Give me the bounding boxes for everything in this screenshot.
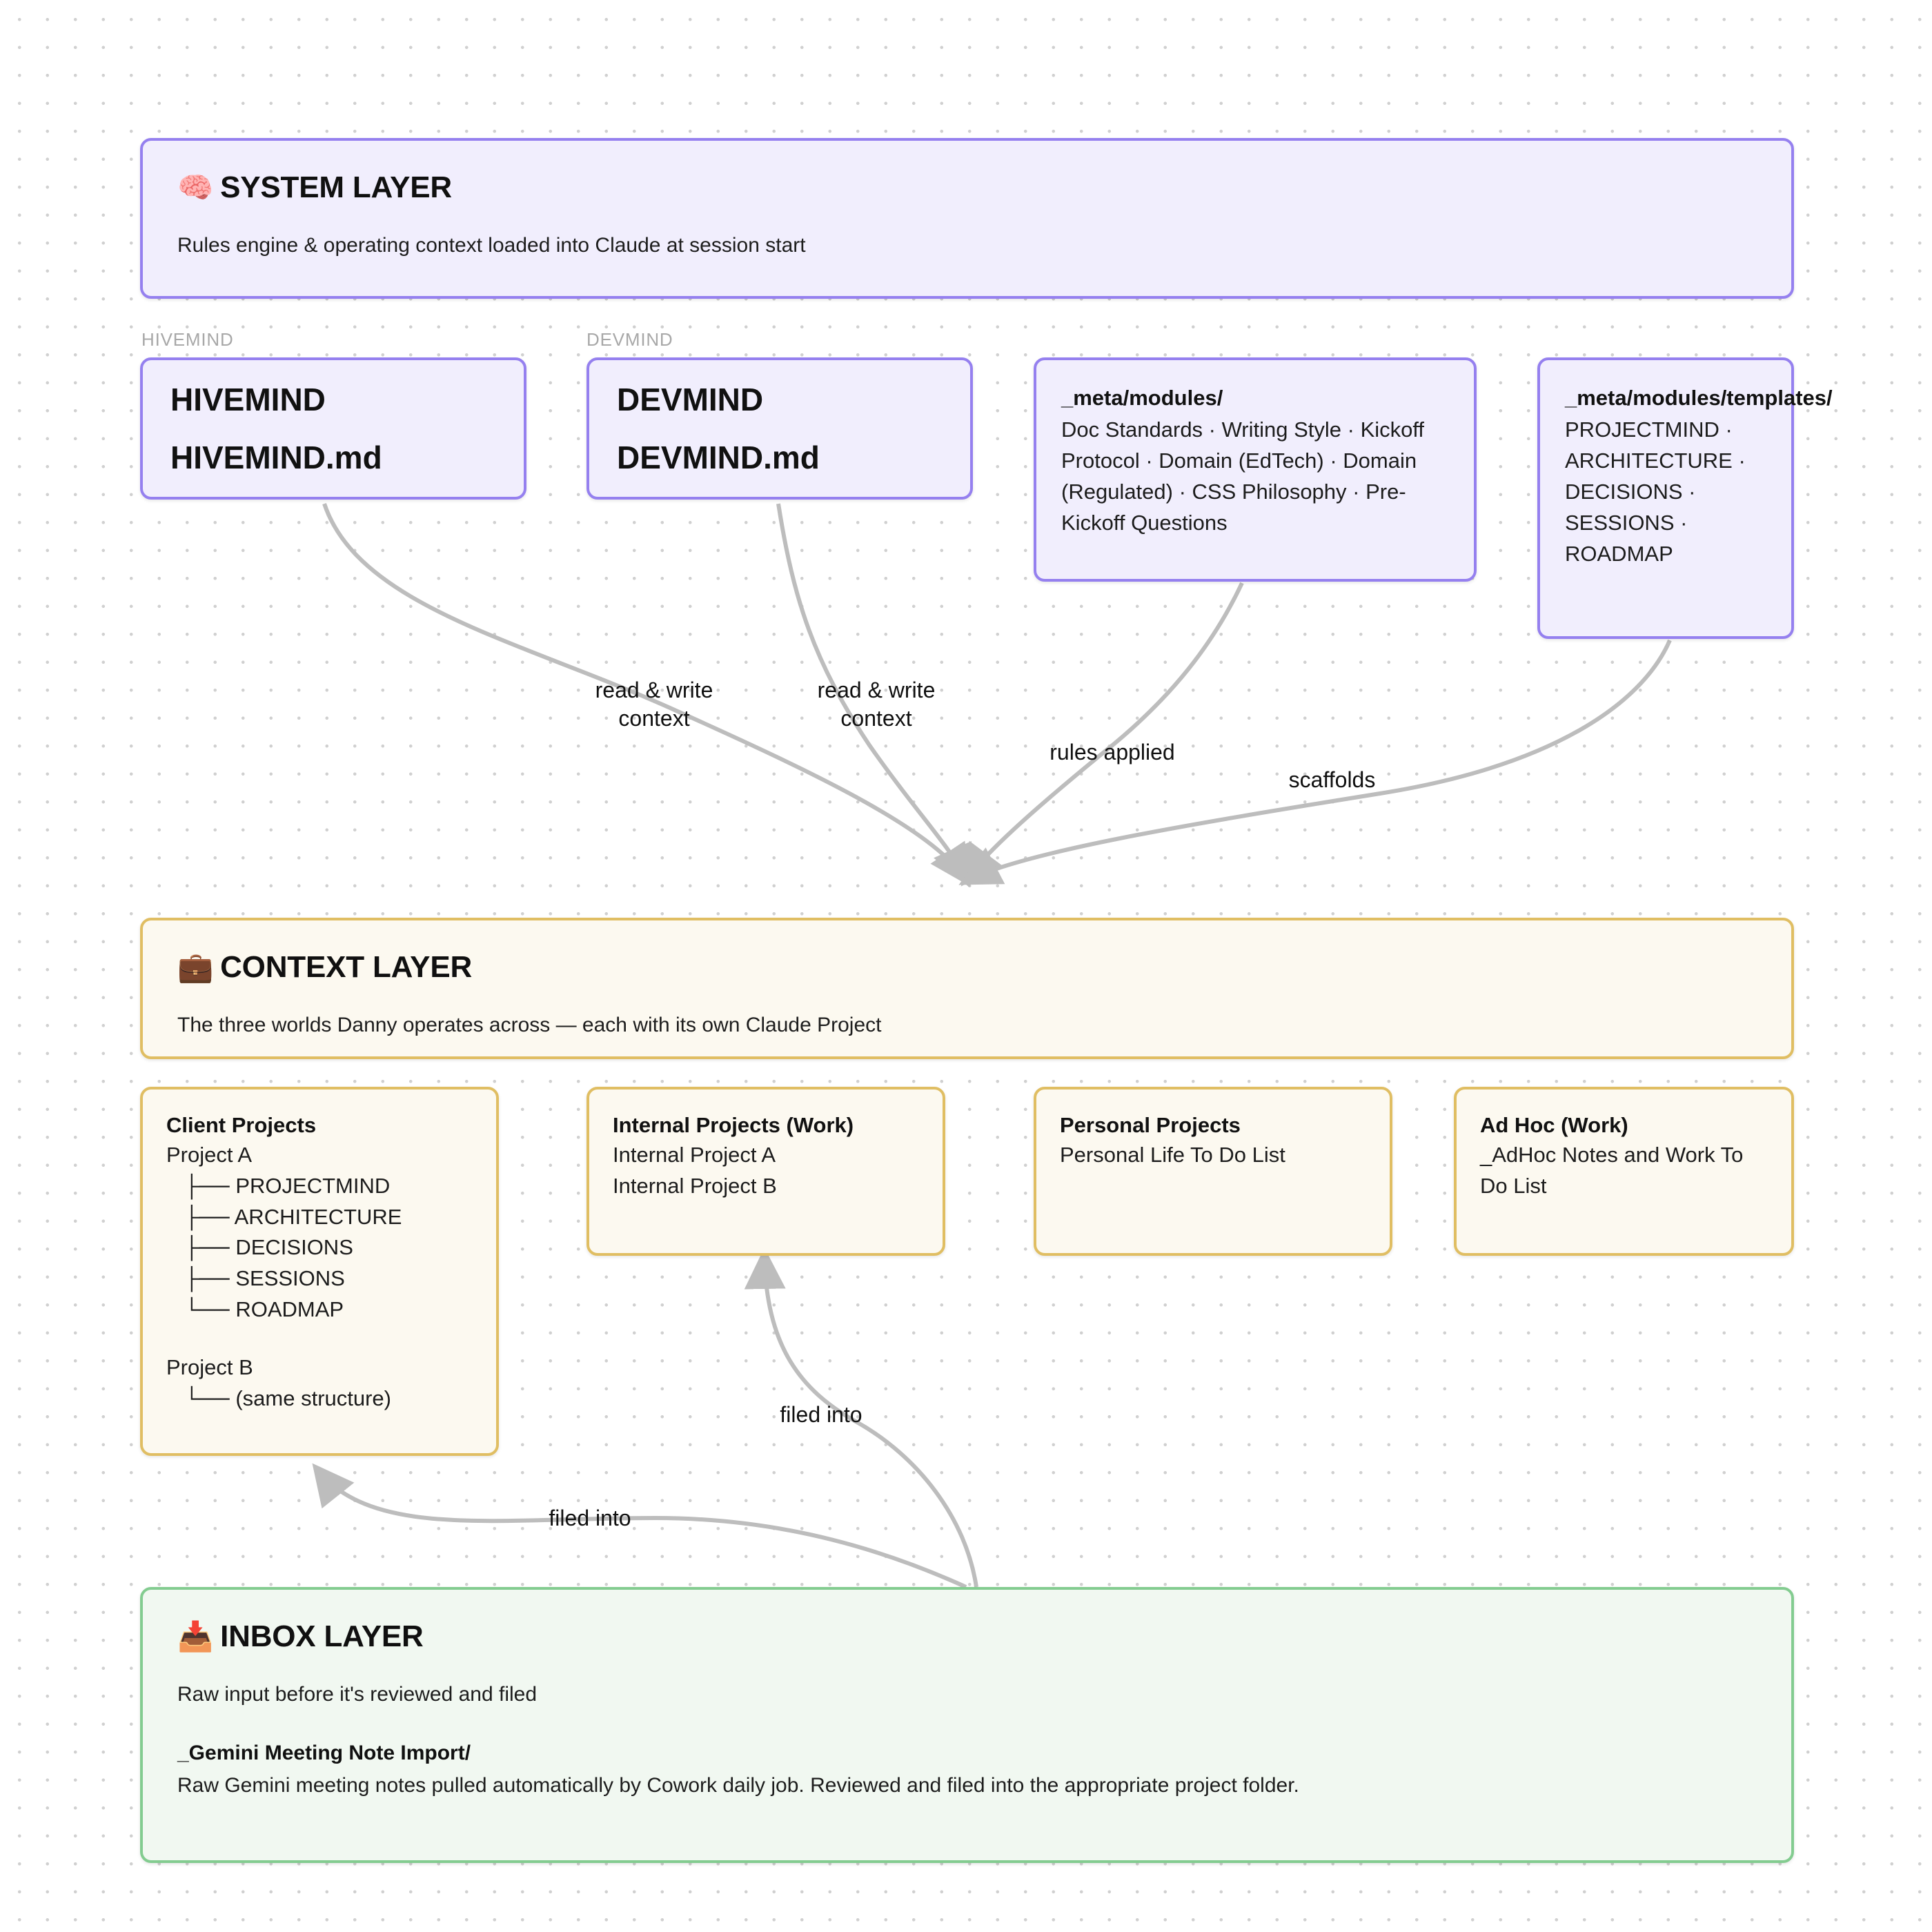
node-personal-projects-line: Personal Life To Do List xyxy=(1060,1143,1285,1167)
node-internal-projects-title: Internal Projects (Work) xyxy=(613,1113,854,1137)
inbox-layer-title: 📥 INBOX LAYER xyxy=(177,1619,1757,1653)
group-label-hivemind: HIVEMIND xyxy=(141,329,234,350)
edge-label-templates-context: scaffolds xyxy=(1288,767,1376,792)
node-devmind[interactable]: DEVMIND DEVMIND.md xyxy=(586,357,973,500)
node-client-projects-title: Client Projects xyxy=(166,1113,317,1137)
node-client-projects[interactable]: Client Projects Project A ├── PROJECTMIN… xyxy=(140,1087,499,1456)
edge-label-modules-context: rules applied xyxy=(1049,740,1175,765)
node-meta-templates-body: PROJECTMIND · ARCHITECTURE · DECISIONS ·… xyxy=(1565,417,1746,566)
node-hivemind-line2: HIVEMIND.md xyxy=(170,440,382,475)
edge-label-inbox-internal: filed into xyxy=(780,1402,862,1427)
node-internal-projects-line: Internal Project B xyxy=(613,1174,777,1199)
edge-label-devmind-context: read & write context xyxy=(817,678,936,731)
system-layer-title: 🧠 SYSTEM LAYER xyxy=(177,170,1757,204)
node-meta-templates-title: _meta/modules/templates/ xyxy=(1565,386,1833,410)
inbox-item-description: Raw Gemini meeting notes pulled automati… xyxy=(177,1773,1299,1797)
node-hivemind[interactable]: HIVEMIND HIVEMIND.md xyxy=(140,357,526,500)
node-client-projects-line: └── ROADMAP xyxy=(166,1297,344,1321)
context-layer-subtitle: The three worlds Danny operates across —… xyxy=(177,1014,882,1037)
inbox-item-title: _Gemini Meeting Note Import/ xyxy=(177,1741,471,1764)
node-client-projects-spacer xyxy=(166,1325,473,1352)
node-client-projects-line: └── (same structure) xyxy=(166,1386,391,1410)
node-hivemind-line1: HIVEMIND xyxy=(170,382,326,417)
node-ad-hoc-title: Ad Hoc (Work) xyxy=(1480,1113,1628,1137)
edge-label-inbox-client: filed into xyxy=(549,1506,631,1530)
node-internal-projects-line: Internal Project A xyxy=(613,1143,776,1167)
node-devmind-line2: DEVMIND.md xyxy=(617,440,820,475)
node-client-projects-line: Project A xyxy=(166,1143,253,1167)
node-personal-projects[interactable]: Personal Projects Personal Life To Do Li… xyxy=(1034,1087,1392,1256)
system-layer-panel: 🧠 SYSTEM LAYER Rules engine & operating … xyxy=(140,138,1794,299)
node-meta-modules[interactable]: _meta/modules/ Doc Standards · Writing S… xyxy=(1034,357,1477,582)
node-devmind-line1: DEVMIND xyxy=(617,382,764,417)
system-layer-subtitle: Rules engine & operating context loaded … xyxy=(177,234,806,257)
node-internal-projects[interactable]: Internal Projects (Work) Internal Projec… xyxy=(586,1087,945,1256)
briefcase-emoji: 💼 xyxy=(177,951,214,984)
node-client-projects-line: ├── SESSIONS xyxy=(166,1265,345,1290)
node-meta-templates[interactable]: _meta/modules/templates/ PROJECTMIND · A… xyxy=(1537,357,1833,639)
node-ad-hoc[interactable]: Ad Hoc (Work) _AdHoc Notes and Work To D… xyxy=(1454,1087,1794,1256)
node-client-projects-line: ├── PROJECTMIND xyxy=(166,1174,391,1199)
node-personal-projects-title: Personal Projects xyxy=(1060,1113,1241,1137)
node-client-projects-line: Project B xyxy=(166,1355,253,1380)
context-layer-title: 💼 CONTEXT LAYER xyxy=(177,950,1757,984)
node-meta-modules-title: _meta/modules/ xyxy=(1061,386,1223,410)
edge-modules-to-context xyxy=(960,582,1244,887)
inbox-layer-subtitle: Raw input before it's reviewed and filed xyxy=(177,1683,538,1706)
inbox-layer-title-text: INBOX LAYER xyxy=(220,1619,424,1653)
context-layer-panel: 💼 CONTEXT LAYER The three worlds Danny o… xyxy=(140,918,1794,1059)
inbox-layer-panel: 📥 INBOX LAYER Raw input before it's revi… xyxy=(140,1587,1794,1863)
brain-emoji: 🧠 xyxy=(177,171,214,204)
node-client-projects-line: ├── ARCHITECTURE xyxy=(166,1204,402,1229)
node-ad-hoc-line: _AdHoc Notes and Work To Do List xyxy=(1480,1143,1744,1199)
system-layer-title-text: SYSTEM LAYER xyxy=(220,170,452,204)
node-client-projects-line: ├── DECISIONS xyxy=(166,1235,353,1260)
node-meta-modules-body: Doc Standards · Writing Style · Kickoff … xyxy=(1061,417,1425,535)
context-layer-title-text: CONTEXT LAYER xyxy=(220,950,473,984)
inbox-tray-emoji: 📥 xyxy=(177,1620,214,1653)
edge-label-hivemind-context: read & write context xyxy=(595,678,713,731)
group-label-devmind: DEVMIND xyxy=(586,329,673,350)
